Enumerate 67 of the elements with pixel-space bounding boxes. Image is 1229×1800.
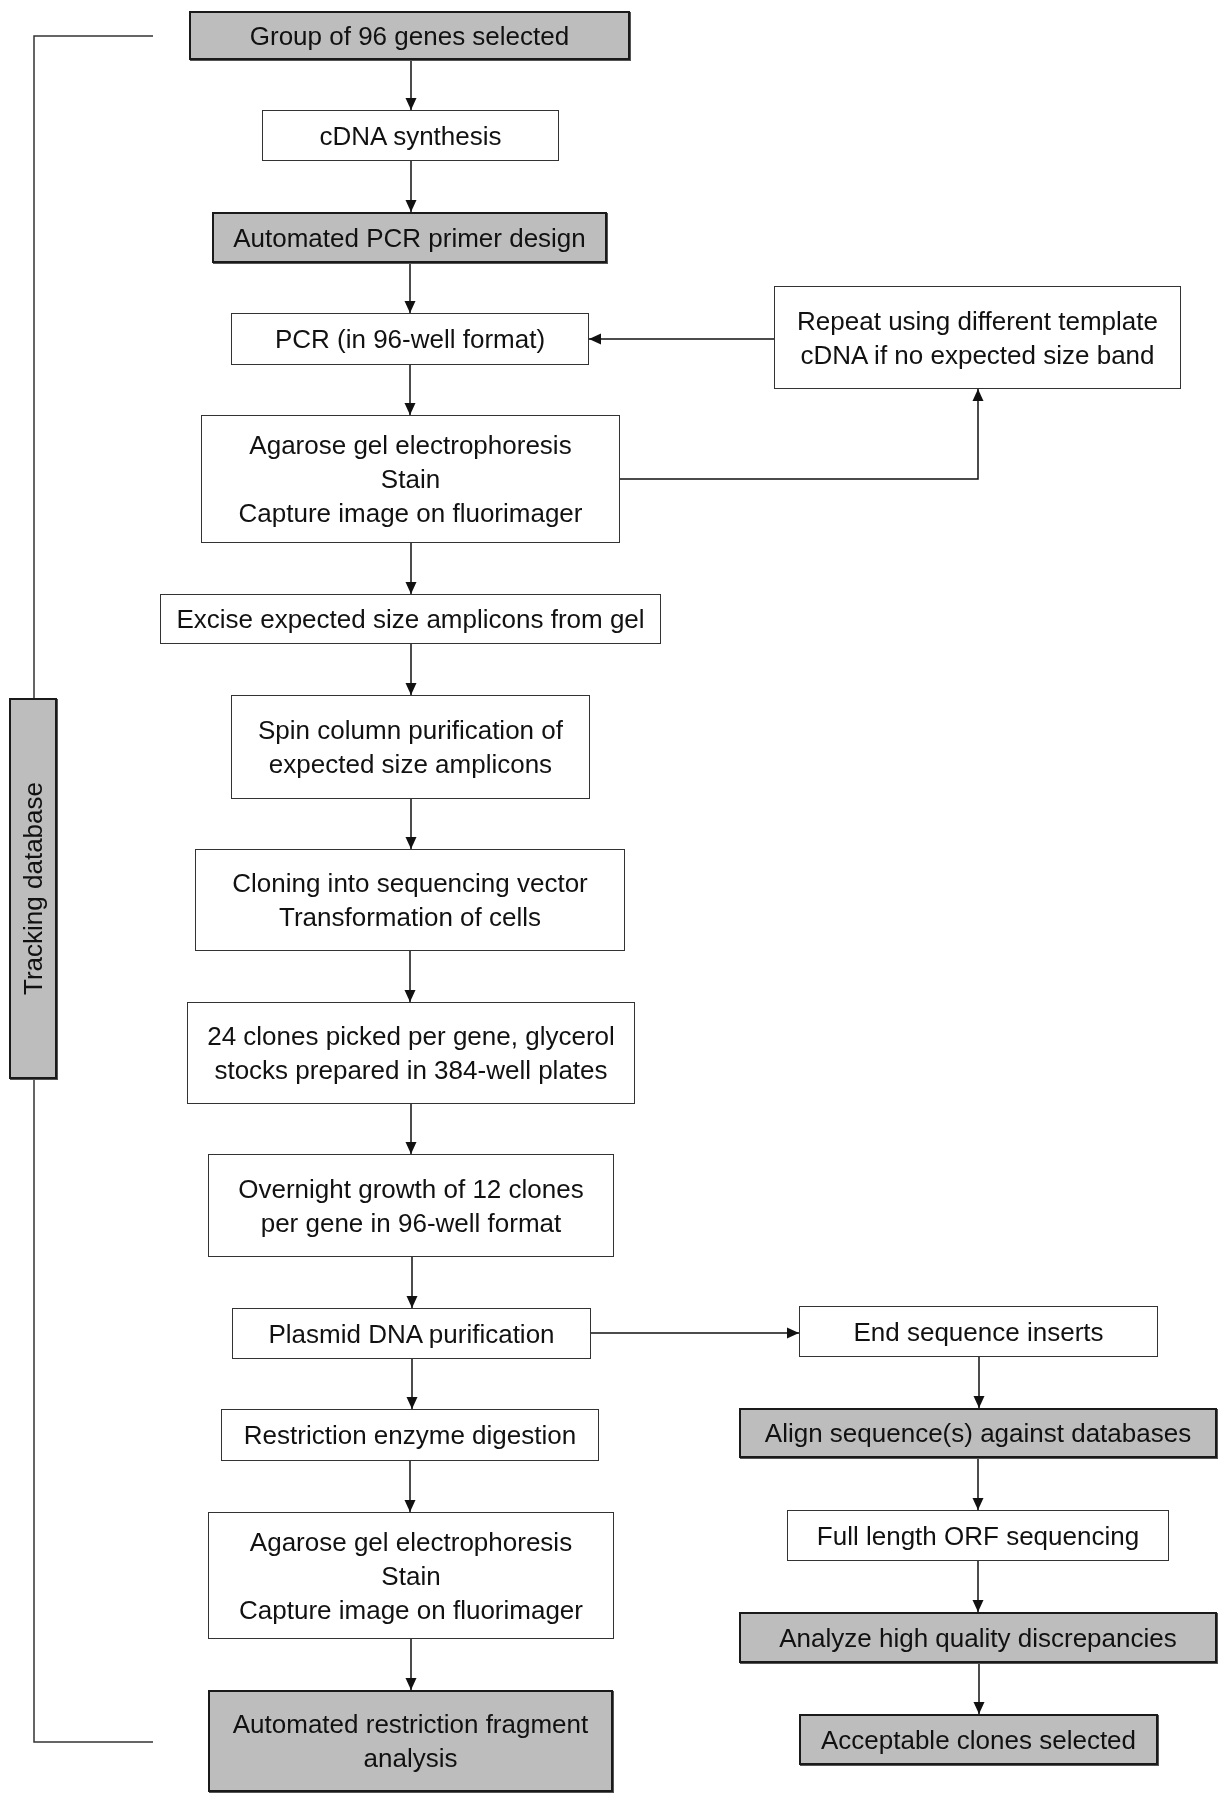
arrow	[973, 1662, 985, 1715]
process-box	[774, 286, 1181, 389]
process-box	[208, 1512, 614, 1639]
step-text: Excise expected size amplicons from gel	[176, 603, 645, 636]
arrow	[405, 798, 417, 850]
process-box	[739, 1408, 1217, 1458]
step-text: Capture image on fluorimager	[238, 497, 583, 530]
step-text: Acceptable clones selected	[820, 1723, 1137, 1757]
process-box	[231, 313, 589, 365]
process-box	[799, 1306, 1158, 1357]
step-text: Overnight growth of 12 clones per gene in 96-well format	[237, 1172, 585, 1240]
step-text: PCR (in 96-well format)	[274, 323, 546, 356]
process-box	[212, 212, 607, 263]
step-text: cDNA synthesis	[319, 119, 502, 153]
process-box	[232, 1308, 591, 1359]
process-box	[189, 11, 630, 60]
arrow	[973, 1356, 985, 1409]
arrow	[405, 643, 417, 696]
step-text: Automated PCR primer design	[233, 221, 586, 255]
step-text: Analyze high quality discrepancies	[779, 1621, 1177, 1655]
process-box	[221, 1409, 599, 1461]
process-box	[739, 1612, 1217, 1663]
side-label: Tracking database	[18, 782, 48, 995]
arrow	[406, 1358, 418, 1410]
step-text: Stain	[380, 463, 441, 496]
arrow	[405, 59, 417, 111]
process-box	[195, 849, 625, 951]
step-text: Plasmid DNA purification	[268, 1317, 555, 1351]
step-text: Align sequence(s) against databases	[764, 1417, 1192, 1450]
arrow	[619, 388, 984, 480]
arrow	[405, 542, 417, 595]
step-text: Stain	[381, 1559, 441, 1593]
arrow	[404, 262, 416, 314]
arrow	[404, 364, 416, 416]
step-text: Automated restriction fragment analysis	[231, 1708, 590, 1775]
step-text: Full length ORF sequencing	[816, 1519, 1140, 1553]
step-text: Capture image on fluorimager	[239, 1593, 583, 1627]
arrow	[405, 160, 417, 213]
step-text: Spin column purification of expected size amplicons	[257, 714, 564, 781]
side-bar	[9, 698, 57, 1079]
step-text: End sequence inserts	[853, 1315, 1104, 1349]
process-box	[787, 1510, 1169, 1561]
step-text: 24 clones picked per gene, glycerol stocks prepared in 384-well plates	[206, 1020, 616, 1087]
arrow	[972, 1560, 984, 1613]
step-text: Repeat using different template cDNA if no expected size band	[796, 304, 1159, 372]
step-text: Agarose gel electrophoresis	[249, 429, 572, 462]
process-box	[262, 110, 559, 161]
arrow	[405, 1638, 417, 1691]
step-text: Transformation of cells	[279, 901, 541, 934]
arrow	[405, 1103, 417, 1155]
process-box	[208, 1154, 614, 1257]
step-text: Agarose gel electrophoresis	[249, 1525, 573, 1559]
process-box	[187, 1002, 635, 1104]
arrow	[404, 1460, 416, 1513]
process-box	[160, 594, 661, 644]
process-box	[201, 415, 620, 543]
arrow	[406, 1256, 418, 1309]
arrow	[972, 1457, 984, 1511]
step-text: Cloning into sequencing vector	[232, 867, 588, 900]
process-box	[231, 695, 590, 799]
arrow	[404, 950, 416, 1003]
step-text: Restriction enzyme digestion	[243, 1419, 577, 1452]
process-box	[799, 1714, 1158, 1765]
arrow	[590, 1327, 800, 1339]
arrow	[588, 333, 775, 345]
process-box	[208, 1690, 613, 1792]
step-text: Group of 96 genes selected	[249, 19, 570, 53]
